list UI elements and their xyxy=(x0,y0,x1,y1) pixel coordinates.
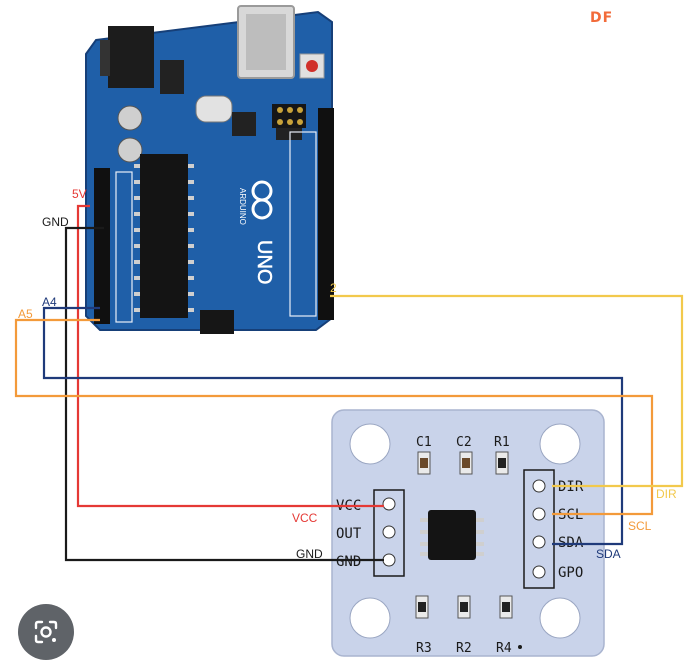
crystal xyxy=(195,95,233,123)
label-sda-wire: SDA xyxy=(596,547,621,561)
capacitor-1 xyxy=(117,105,143,131)
ref-c2: C2 xyxy=(456,435,472,450)
label-vcc-wire: VCC xyxy=(292,511,318,525)
label-a5: A5 xyxy=(18,307,33,321)
right-pin-box xyxy=(523,469,555,589)
atmega-chip xyxy=(140,154,188,318)
sensor-pin-gpo: GPO xyxy=(558,565,583,581)
label-a4: A4 xyxy=(42,295,57,309)
label-dir-wire: DIR xyxy=(656,487,677,501)
board-model-label: UNO xyxy=(253,240,275,284)
icsp-header xyxy=(272,104,306,128)
label-gnd-arduino: GND xyxy=(42,215,69,229)
power-jack xyxy=(108,26,154,88)
ref-r3: R3 xyxy=(416,641,432,656)
ref-r4: R4 xyxy=(496,641,512,656)
sensor-chip xyxy=(428,510,476,560)
lens-search-icon xyxy=(34,620,58,644)
smd-bottom-row xyxy=(415,595,513,619)
ref-r2: R2 xyxy=(456,641,472,656)
image-search-button[interactable] xyxy=(18,604,74,660)
ref-r1: R1 xyxy=(494,435,510,450)
wire-5v-vcc xyxy=(76,204,384,508)
label-gnd-wire: GND xyxy=(296,547,323,561)
mount-hole xyxy=(349,597,391,639)
left-pin-box xyxy=(373,489,405,577)
label-scl-wire: SCL xyxy=(628,519,652,533)
watermark-df: DF xyxy=(590,10,614,26)
wire-a5-scl xyxy=(14,318,654,516)
digital-header xyxy=(318,108,334,320)
ref-c1: C1 xyxy=(416,435,432,450)
wire-gnd xyxy=(64,226,384,562)
mount-hole xyxy=(539,423,581,465)
mount-hole xyxy=(349,423,391,465)
smd-top-row xyxy=(417,451,509,475)
sensor-pin-gnd: GND xyxy=(336,554,361,570)
wire-a4-sda xyxy=(42,306,624,546)
label-d2: 2 xyxy=(330,281,337,295)
board-brand-label: ARDUINO xyxy=(238,188,247,225)
sensor-pin-out: OUT xyxy=(336,526,362,542)
power-analog-header xyxy=(94,168,110,324)
sensor-board: C1 C2 R1 R3 R2 R4 VCC OUT GND DIR SCL SD… xyxy=(331,409,605,657)
label-5v: 5V xyxy=(72,187,87,201)
capacitor-2 xyxy=(117,137,143,163)
wire-d2-dir xyxy=(330,294,684,488)
mount-hole xyxy=(539,597,581,639)
arduino-board: UNO ARDUINO xyxy=(85,5,334,334)
arduino-logo xyxy=(251,180,273,220)
